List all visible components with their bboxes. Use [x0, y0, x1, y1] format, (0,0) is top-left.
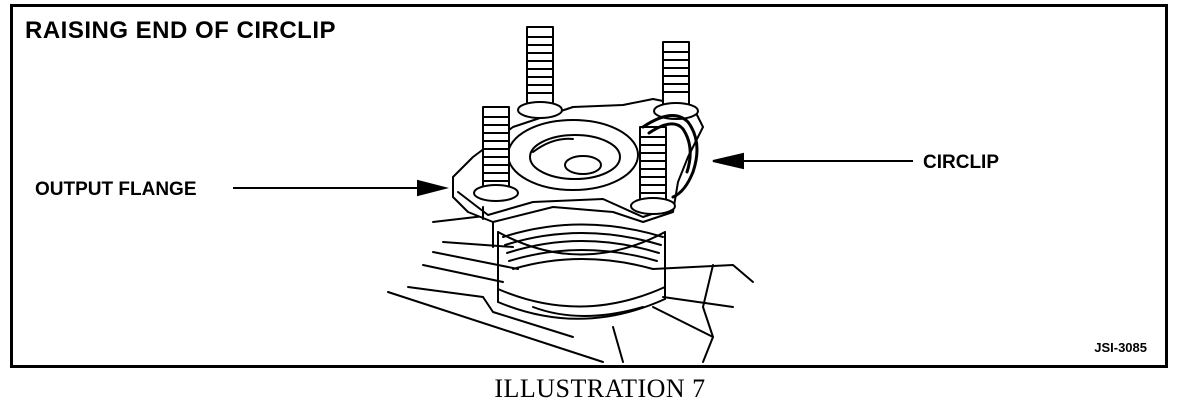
stud-back-left [517, 26, 563, 119]
stud-front-right [630, 126, 676, 215]
stud-back-right [653, 41, 699, 120]
output-flange-label: OUTPUT FLANGE [35, 179, 197, 200]
housing-lines [387, 214, 754, 363]
circlip-arrow [712, 152, 913, 170]
output-flange-arrow [233, 179, 449, 197]
flange-boss [507, 119, 639, 191]
bearing-housing [497, 223, 666, 320]
circlip [641, 114, 699, 199]
figure-title: RAISING END OF CIRCLIP [25, 17, 337, 44]
stud-front-left [473, 106, 519, 202]
circlip-label: CIRCLIP [923, 152, 999, 173]
output-flange-drawing [233, 26, 913, 363]
figure-frame: RAISING END OF CIRCLIP [10, 4, 1168, 368]
figure-caption: ILLUSTRATION 7 [494, 374, 706, 403]
drawing-code: JSI-3085 [1094, 340, 1147, 355]
